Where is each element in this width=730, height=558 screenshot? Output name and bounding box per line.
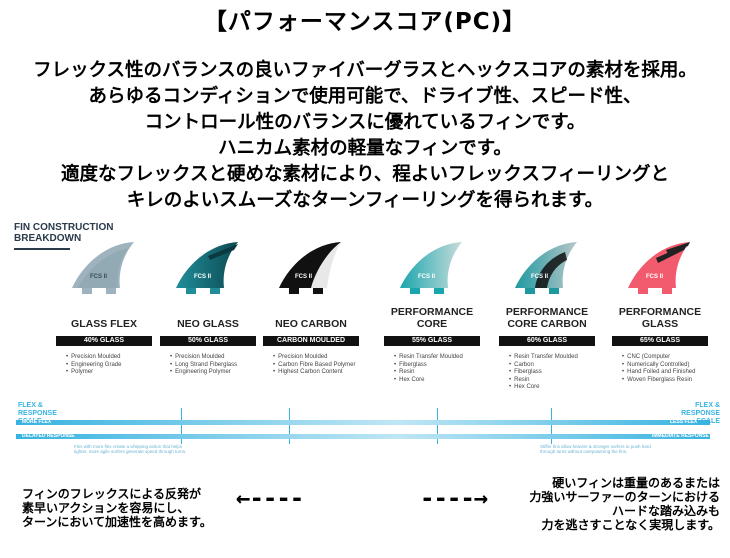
fin-name: GLASS FLEX: [71, 318, 137, 330]
spec-list: CNC (Computer Numerically Controlled) Ha…: [622, 354, 716, 384]
spec-list: Precision Moulded Engineering Grade Poly…: [66, 354, 160, 377]
fin-neo-glass-icon: FCS II: [176, 242, 238, 294]
spec-item: Resin: [394, 369, 488, 377]
svg-text:FCS II: FCS II: [646, 274, 663, 280]
stiff-fin-note: 硬いフィンは重量のあるまたは 力強いサーファーのターンにおける ハードな踏み込み…: [529, 476, 720, 532]
fin-name: PERFORMANCE CORE CARBON: [505, 306, 589, 330]
fin-performance-core-carbon-icon: FCS II: [515, 242, 577, 294]
svg-text:FCS II: FCS II: [295, 274, 312, 280]
spec-list: Resin Transfer Moulded Carbon Fiberglass…: [509, 354, 603, 392]
glass-badge: CARBON MOULDED: [263, 336, 359, 346]
spec-list: Precision Moulded Long Strand Fiberglass…: [170, 354, 264, 377]
spec-item: CNC (Computer: [622, 354, 716, 362]
fin-neo-carbon: FCS II NEO CARBON CARBON MOULDED Precisi…: [255, 236, 367, 377]
spec-item: Long Strand Fiberglass: [170, 362, 264, 370]
spec-item: Resin Transfer Moulded: [394, 354, 488, 362]
glass-badge: 55% GLASS: [384, 336, 480, 346]
heading-underline: [14, 248, 70, 250]
glass-badge: 40% GLASS: [56, 336, 152, 346]
scale-note-right: Stiffer fins allow heavier & stronger su…: [540, 444, 651, 454]
intro-line: フレックス性のバランスの良いファイバーグラスとヘックスコアの素材を採用。: [33, 60, 697, 81]
glass-badge: 60% GLASS: [499, 336, 595, 346]
fin-glass-flex-icon: FCS II: [72, 242, 134, 294]
svg-text:FCS II: FCS II: [194, 274, 211, 280]
left-dashed-arrow-icon: ←----: [236, 484, 304, 512]
fin-name: PERFORMANCE CORE: [390, 306, 474, 330]
intro-line: キレのよいスムーズなターンフィーリングを得られます。: [126, 190, 604, 211]
fin-glass-flex: FCS II GLASS FLEX 40% GLASS Precision Mo…: [48, 236, 160, 377]
intro-line: 適度なフレックスと硬めな素材により、程よいフレックスフィーリングと: [61, 164, 669, 185]
immediate-response-label: IMMEDIATE RESPONSE: [652, 433, 709, 439]
flex-response-scale: FLEX & RESPONSE SCALE FLEX & RESPONSE SC…: [0, 396, 730, 454]
glass-badge: 50% GLASS: [160, 336, 256, 346]
spec-item: Hand Foiled and Finished: [622, 369, 716, 377]
intro-line: あらゆるコンディションで使用可能で、ドライブ性、スピード性、: [88, 86, 642, 107]
spec-item: Engineering Polymer: [170, 369, 264, 377]
spec-item: Resin: [509, 377, 603, 385]
scale-tick: [289, 408, 290, 444]
fin-neo-carbon-icon: FCS II: [279, 242, 341, 294]
intro-line: ハニカム素材の軽量なフィンです。: [218, 138, 512, 159]
spec-item: Highest Carbon Content: [273, 369, 367, 377]
fin-name: NEO GLASS: [177, 318, 239, 330]
spec-item: Carbon: [509, 362, 603, 370]
glass-badge: 65% GLASS: [612, 336, 708, 346]
spec-item: Hex Core: [394, 377, 488, 385]
construction-breakdown-heading: FIN CONSTRUCTION BREAKDOWN: [14, 222, 113, 250]
page-title: 【パフォーマンスコア(PC)】: [203, 9, 527, 35]
spec-list: Resin Transfer Moulded Fiberglass Resin …: [394, 354, 488, 384]
less-flex-label: LESS FLEX: [670, 419, 698, 425]
svg-text:FCS II: FCS II: [418, 274, 435, 280]
spec-item: Carbon Fibre Based Polymer: [273, 362, 367, 370]
fin-performance-core: FCS II PERFORMANCE CORE 55% GLASS Resin …: [376, 236, 488, 384]
flexible-fin-note: フィンのフレックスによる反発が 素早いアクションを容易にし、 ターンにおいて加速…: [22, 487, 212, 529]
intro-line: コントロール性のバランスに優れているフィンです。: [144, 112, 586, 133]
scale-tick: [437, 408, 438, 444]
more-less-flex-bar: [16, 420, 710, 425]
spec-item: Precision Moulded: [170, 354, 264, 362]
spec-item: Precision Moulded: [273, 354, 367, 362]
right-dashed-arrow-icon: ----→: [420, 484, 488, 512]
fin-performance-core-icon: FCS II: [400, 242, 462, 294]
spec-item: Numerically Controlled): [622, 362, 716, 370]
spec-item: Woven Fiberglass Resin: [622, 377, 716, 385]
spec-item: Hex Core: [509, 384, 603, 392]
scale-note-left: Fins with more flex create a whipping ac…: [74, 444, 187, 454]
fin-performance-glass-icon: FCS II: [628, 242, 690, 294]
spec-item: Engineering Grade: [66, 362, 160, 370]
fin-name: PERFORMANCE GLASS: [618, 306, 702, 330]
spec-item: Precision Moulded: [66, 354, 160, 362]
spec-item: Polymer: [66, 369, 160, 377]
spec-item: Fiberglass: [509, 369, 603, 377]
response-bar: [16, 434, 710, 439]
intro-text: フレックス性のバランスの良いファイバーグラスとヘックスコアの素材を採用。 あらゆ…: [0, 58, 730, 214]
svg-text:FCS II: FCS II: [90, 274, 107, 280]
more-flex-label: MORE FLEX: [22, 419, 52, 425]
spec-item: Fiberglass: [394, 362, 488, 370]
scale-tick: [551, 408, 552, 444]
scale-tick: [181, 408, 182, 444]
fin-performance-core-carbon: FCS II PERFORMANCE CORE CARBON 60% GLASS…: [491, 236, 603, 392]
spec-item: Resin Transfer Moulded: [509, 354, 603, 362]
spec-list: Precision Moulded Carbon Fibre Based Pol…: [273, 354, 367, 377]
fin-neo-glass: FCS II NEO GLASS 50% GLASS Precision Mou…: [152, 236, 264, 377]
fin-name: NEO CARBON: [275, 318, 347, 330]
svg-text:FCS II: FCS II: [531, 274, 548, 280]
fin-performance-glass: FCS II PERFORMANCE GLASS 65% GLASS CNC (…: [604, 236, 716, 384]
delayed-response-label: DELAYED RESPONSE: [22, 433, 75, 439]
